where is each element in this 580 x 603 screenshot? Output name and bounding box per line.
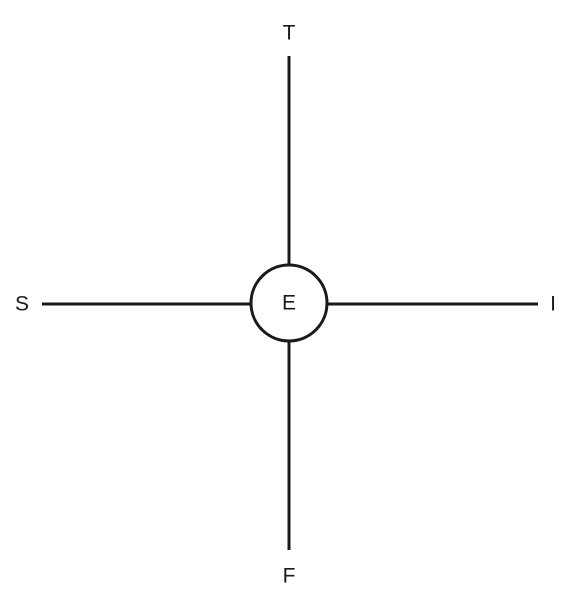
center-node-circle	[249, 263, 329, 343]
center-node-label: E	[282, 292, 296, 315]
top-label: T	[283, 22, 296, 45]
right-label: I	[550, 293, 556, 316]
bottom-label: F	[283, 565, 296, 588]
left-label: S	[15, 293, 29, 316]
